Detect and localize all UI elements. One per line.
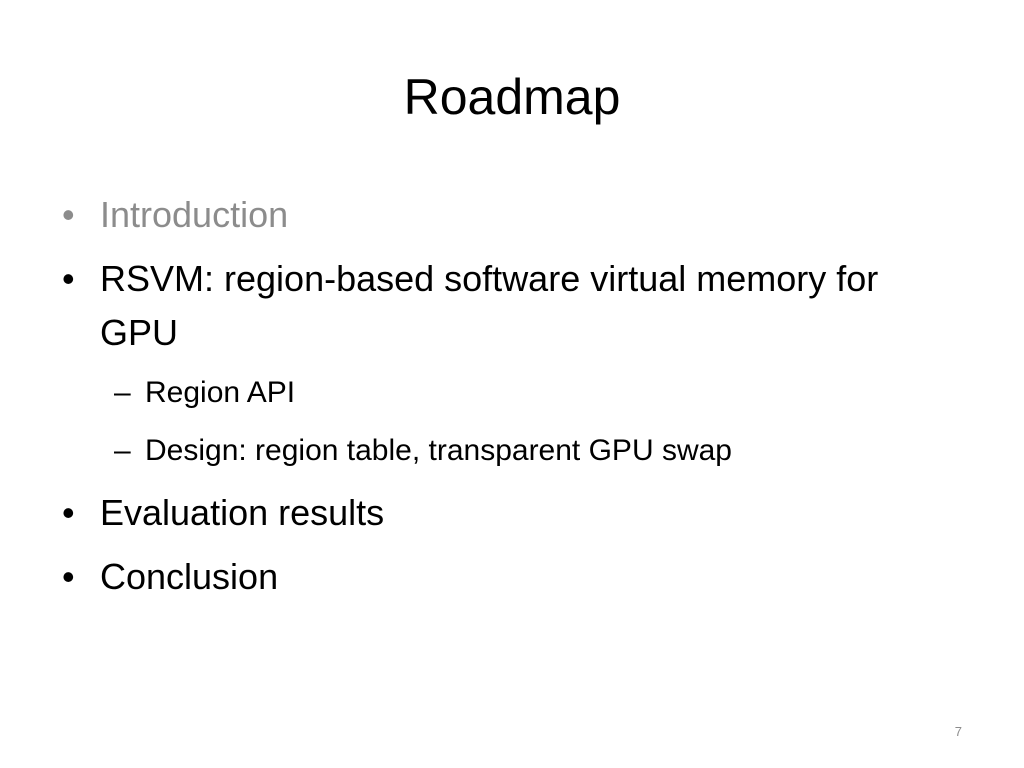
bullet-marker: • [62, 556, 75, 597]
bullet-text: RSVM: region-based software virtual memo… [100, 258, 879, 353]
sub-bullet-marker: – [114, 376, 131, 409]
bullet-text: Evaluation results [100, 492, 385, 533]
bullet-item-rsvm: • RSVM: region-based software virtual me… [0, 252, 1024, 360]
sub-bullet-marker: – [114, 434, 131, 467]
bullet-item-conclusion: • Conclusion [0, 550, 1024, 604]
page-number: 7 [954, 724, 962, 739]
sub-bullet-design: – Design: region table, transparent GPU … [0, 428, 1024, 474]
bullet-marker: • [62, 492, 75, 533]
sub-bullet-region-api: – Region API [0, 370, 1024, 416]
bullet-item-introduction: • Introduction [0, 188, 1024, 242]
bullet-list: • Introduction • RSVM: region-based soft… [0, 188, 1024, 614]
bullet-text: Introduction [100, 194, 289, 235]
bullet-item-evaluation: • Evaluation results [0, 486, 1024, 540]
sub-bullet-text: Region API [145, 376, 296, 409]
slide-title: Roadmap [403, 69, 621, 125]
sub-bullet-text: Design: region table, transparent GPU sw… [145, 434, 732, 467]
bullet-text: Conclusion [100, 556, 279, 597]
bullet-marker: • [62, 194, 75, 235]
bullet-marker: • [62, 258, 75, 299]
